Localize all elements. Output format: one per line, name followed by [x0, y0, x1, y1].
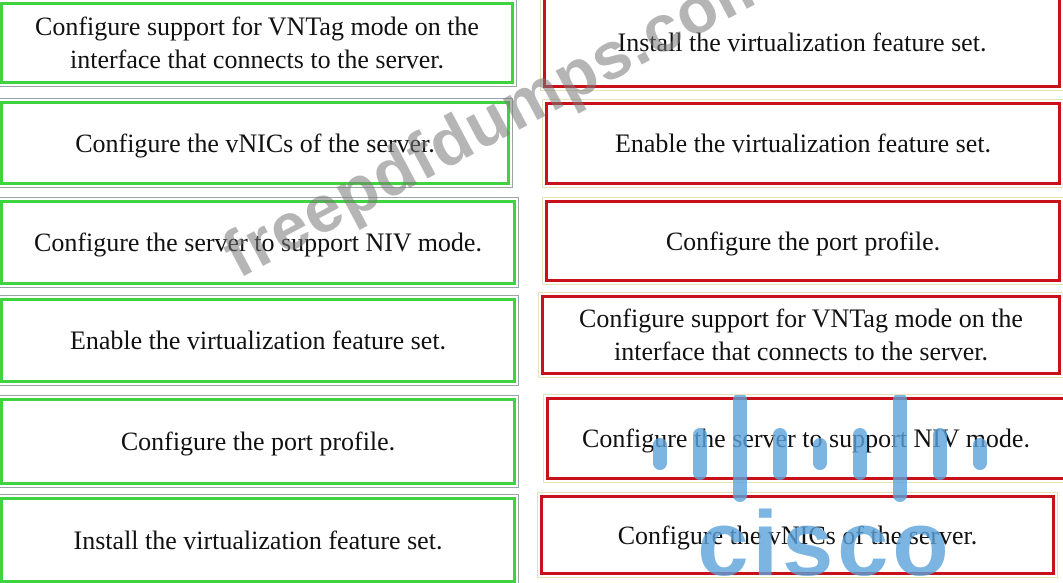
- right-item-2[interactable]: Enable the virtualization feature set.: [542, 99, 1063, 188]
- item-text: Configure the port profile.: [120, 427, 396, 456]
- left-item-4[interactable]: Enable the virtualization feature set.: [0, 295, 519, 386]
- item-text: Configure support for VNTag mode on the: [579, 304, 1023, 333]
- right-item-5[interactable]: Configure the server to support NIV mode…: [543, 394, 1063, 483]
- item-text: Configure the server to support NIV mode…: [582, 424, 1030, 453]
- item-text: interface that connects to the server.: [614, 337, 988, 366]
- item-text: Enable the virtualization feature set.: [614, 129, 992, 158]
- left-item-6[interactable]: Install the virtualization feature set.: [0, 494, 519, 583]
- left-item-1[interactable]: Configure support for VNTag mode on the i…: [0, 0, 517, 87]
- left-item-5[interactable]: Configure the port profile.: [0, 395, 519, 488]
- item-text: Enable the virtualization feature set.: [69, 326, 447, 355]
- item-text: Configure the vNICs of the server.: [75, 128, 435, 158]
- right-item-4[interactable]: Configure support for VNTag mode on the i…: [538, 292, 1063, 378]
- left-item-2[interactable]: Configure the vNICs of the server.: [0, 98, 513, 188]
- item-text: Configure the server to support NIV mode…: [34, 228, 482, 257]
- right-item-6[interactable]: Configure the vNICs of the server.: [537, 492, 1058, 578]
- item-text: Configure the port profile.: [665, 226, 941, 256]
- item-text: Configure support for VNTag mode on the: [35, 12, 479, 41]
- left-item-3[interactable]: Configure the server to support NIV mode…: [0, 197, 519, 288]
- item-text: Configure the vNICs of the server.: [617, 520, 978, 550]
- item-text: interface that connects to the server.: [70, 45, 444, 74]
- right-item-3[interactable]: Configure the port profile.: [542, 197, 1063, 285]
- item-text: Install the virtualization feature set.: [73, 525, 443, 555]
- item-text: Install the virtualization feature set.: [617, 28, 987, 57]
- right-item-1[interactable]: Install the virtualization feature set.: [540, 0, 1063, 91]
